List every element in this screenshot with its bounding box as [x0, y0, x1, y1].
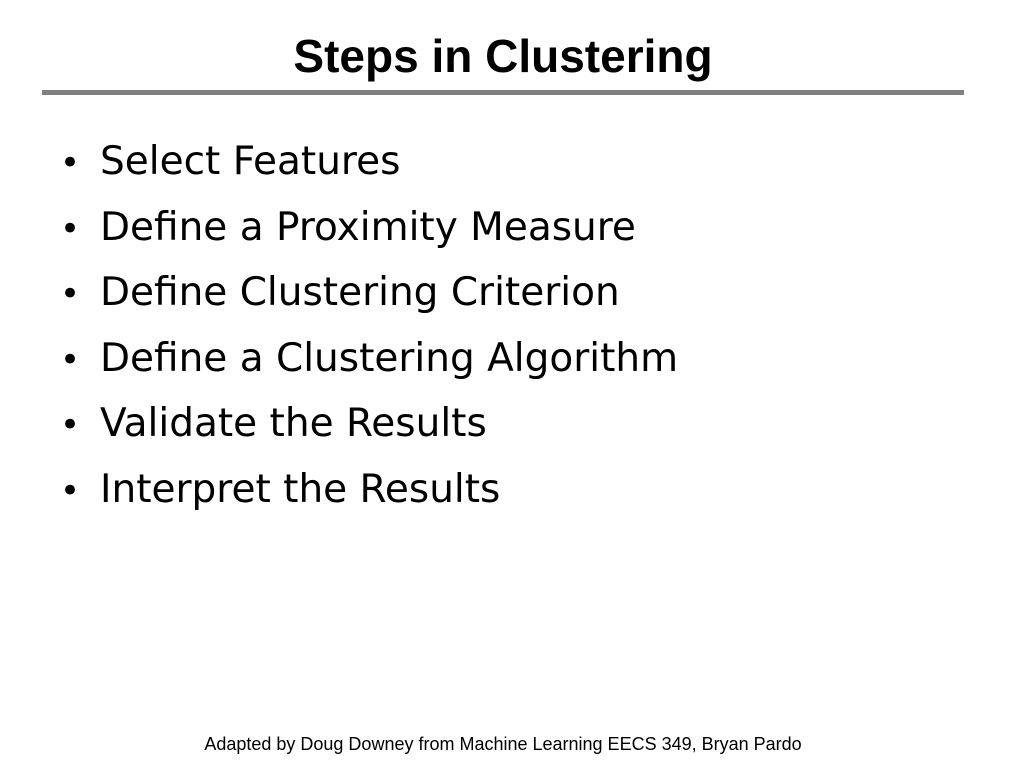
bullet-text: Define Clustering Criterion	[100, 270, 620, 315]
bullet-icon: •	[60, 339, 81, 380]
slide-footer: Adapted by Doug Downey from Machine Lear…	[204, 734, 802, 754]
bullet-item-proximity-measure: • Define a Proximity Measure	[60, 201, 678, 267]
slide-title: Steps in Clustering	[293, 30, 713, 82]
bullet-icon: •	[60, 143, 81, 183]
bullet-list: • Select Features • Define a Proximity M…	[60, 135, 678, 528]
bullet-item-validate-results: • Validate the Results	[60, 397, 678, 463]
bullet-item-clustering-algorithm: • Define a Clustering Algorithm	[60, 332, 678, 398]
bullet-item-clustering-criterion: • Define Clustering Criterion	[60, 266, 678, 332]
bullet-text: Select Features	[100, 139, 401, 184]
bullet-icon: •	[60, 405, 81, 445]
bullet-item-interpret-results: • Interpret the Results	[60, 463, 678, 529]
bullet-icon: •	[60, 274, 81, 314]
title-divider	[42, 90, 964, 95]
bullet-text: Interpret the Results	[100, 466, 501, 512]
bullet-icon: •	[60, 470, 81, 511]
bullet-text: Define a Clustering Algorithm	[100, 335, 679, 381]
bullet-item-select-features: • Select Features	[60, 135, 678, 201]
bullet-icon: •	[60, 208, 81, 249]
bullet-text: Validate the Results	[100, 401, 487, 446]
bullet-text: Define a Proximity Measure	[100, 204, 636, 250]
